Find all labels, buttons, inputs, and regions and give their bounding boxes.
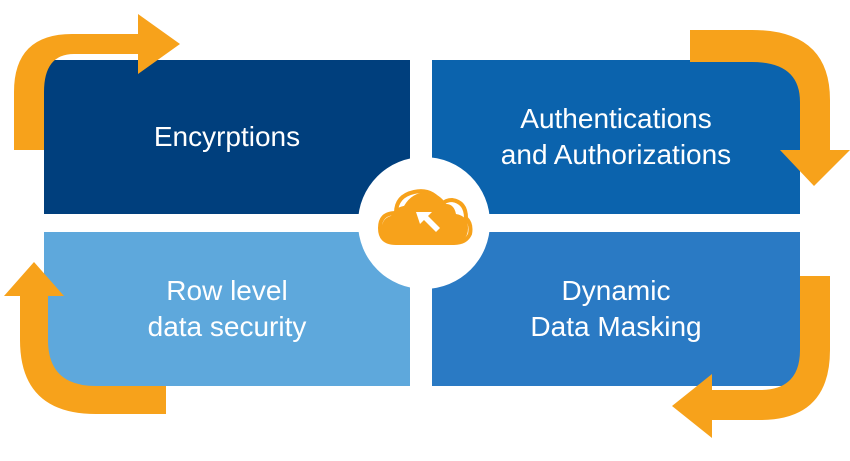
cycle-arrow-top-left <box>14 14 180 150</box>
authentication-label-line-1: Authentications <box>520 103 712 134</box>
authentication-label: Authentications and Authorizations <box>432 60 800 214</box>
data-masking-label-line-1: Dynamic <box>561 275 671 306</box>
cycle-arrow-top-right <box>690 30 850 186</box>
row-level-security-label: Row level data security <box>44 232 410 386</box>
row-level-security-block <box>44 232 410 386</box>
row-level-security-label-line-2: data security <box>147 311 307 342</box>
data-masking-label: Dynamic Data Masking <box>432 232 800 386</box>
data-masking-block <box>432 232 800 386</box>
authentication-label-line-2: and Authorizations <box>500 139 732 170</box>
encryption-label-line-1: Encyrptions <box>153 121 301 152</box>
cloud-arrow-icon <box>378 189 473 245</box>
encryption-label: Encyrptions <box>44 60 410 214</box>
row-level-security-label-line-1: Row level <box>166 275 288 306</box>
cycle-arrow-bottom-right <box>672 276 830 438</box>
authentication-block <box>432 60 800 214</box>
cycle-arrow-bottom-left <box>4 262 166 414</box>
encryption-block <box>44 60 410 214</box>
data-masking-label-line-2: Data Masking <box>530 311 702 342</box>
